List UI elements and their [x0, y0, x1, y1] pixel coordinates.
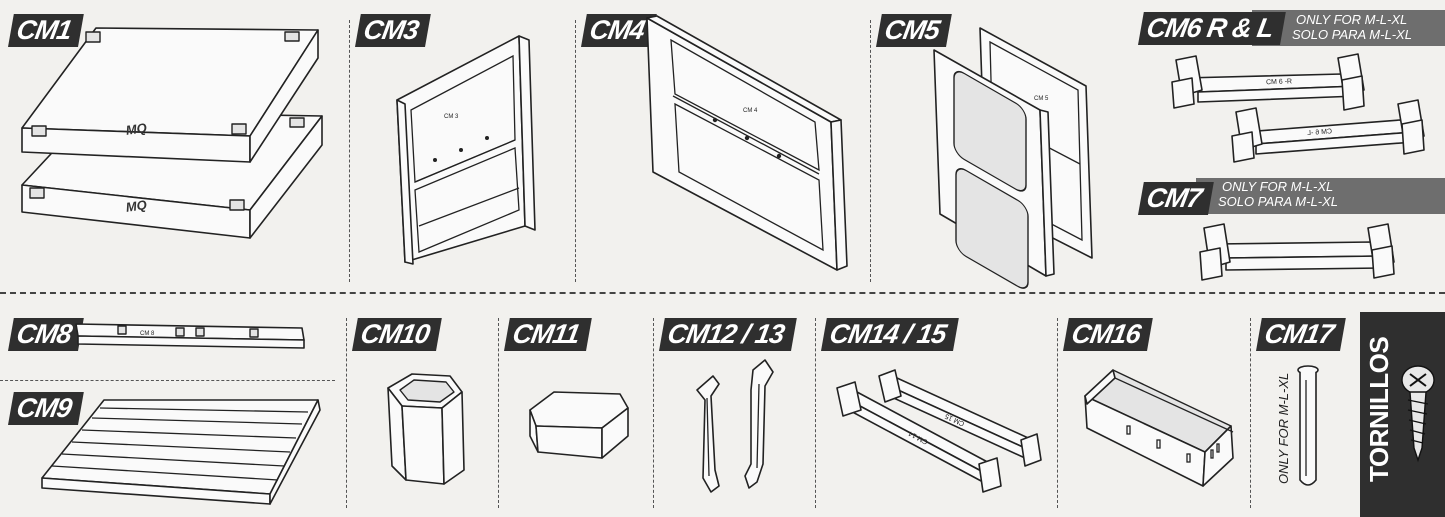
- cm1-shelves-illustration: MQ MQ: [21, 27, 323, 239]
- cm10-post-illustration: [387, 373, 465, 485]
- shelf-logo-lower: MQ: [125, 197, 148, 215]
- cm8-bar-illustration: CM 8: [75, 323, 305, 349]
- cm3-panel-illustration: CM 3: [396, 35, 536, 265]
- cm9-grid-illustration: [41, 399, 321, 505]
- part-cm17: CM17 ONLY FOR M-L-XL: [1250, 300, 1360, 517]
- cm6-note-line1: ONLY FOR M-L-XL: [1296, 12, 1408, 27]
- cm8-cm9-divider: [0, 380, 335, 381]
- cm14-15-rails-illustration: CM 15 CM 14: [836, 369, 1042, 493]
- divider-top-3: [870, 20, 871, 282]
- divider-top-1: [349, 20, 350, 282]
- cm17-pin-illustration: [1297, 365, 1319, 486]
- cm6-note-line2: SOLO PARA M-L-XL: [1292, 27, 1412, 42]
- cm3-embossed-mark: CM 3: [444, 114, 459, 120]
- cm4-panel-illustration: CM 4: [646, 15, 848, 271]
- divider-bot-4: [815, 318, 816, 508]
- cm7-note-bar: [1196, 178, 1445, 214]
- part-cm4: CM4 CM 4: [575, 0, 870, 290]
- part-cm5: CM5 CM 5: [870, 0, 1132, 290]
- part-cm6: ONLY FOR M-L-XL SOLO PARA M-L-XL CM6 R &…: [1132, 0, 1445, 170]
- screw-icon: [1401, 365, 1435, 463]
- cm12-13-brackets-illustration: [696, 359, 774, 493]
- divider-bot-2: [498, 318, 499, 508]
- cm5-embossed-mark: CM 5: [1034, 96, 1049, 102]
- part-cm12-13: CM12 / 13: [653, 300, 815, 517]
- divider-top-2: [575, 20, 576, 282]
- divider-bot-1: [346, 318, 347, 508]
- cm7-rail-illustration: [1199, 223, 1395, 281]
- part-cm8: CM8 CM 8: [0, 300, 345, 380]
- cm8-embossed-mark: CM 8: [140, 331, 155, 337]
- divider-bot-3: [653, 318, 654, 508]
- shelf-logo-upper: MQ: [125, 120, 148, 138]
- cm6-rails-illustration: CM 6 -R CM 6 -L: [1171, 53, 1425, 163]
- part-cm1: CM1 MQ MQ: [0, 0, 345, 290]
- cm4-embossed-mark: CM 4: [743, 108, 758, 114]
- cm6-embossed-mark-r: CM 6 -R: [1266, 78, 1292, 86]
- divider-bot-6: [1250, 318, 1251, 508]
- cm5-panels-illustration: CM 5: [933, 27, 1093, 289]
- cm6-embossed-mark-l: CM 6 -L: [1307, 128, 1332, 137]
- part-cm16: CM16: [1057, 300, 1250, 517]
- part-cm3: CM3 CM 3: [349, 0, 575, 290]
- part-tornillos: TORNILLOS: [1360, 312, 1445, 517]
- row-divider: [0, 292, 1445, 294]
- cm16-tray-illustration: [1084, 369, 1234, 487]
- divider-bot-5: [1057, 318, 1058, 508]
- part-cm14-15: CM14 / 15 CM 15 CM 14: [815, 300, 1057, 517]
- part-cm10: CM10: [346, 300, 498, 517]
- cm7-note-line1: ONLY FOR M-L-XL: [1222, 179, 1334, 194]
- cm7-note-line2: SOLO PARA M-L-XL: [1218, 194, 1338, 209]
- part-cm11: CM11: [498, 300, 653, 517]
- cm11-cap-illustration: [529, 391, 629, 459]
- part-cm7: ONLY FOR M-L-XL SOLO PARA M-L-XL CM7: [1132, 170, 1445, 290]
- part-cm9: CM9: [0, 382, 345, 517]
